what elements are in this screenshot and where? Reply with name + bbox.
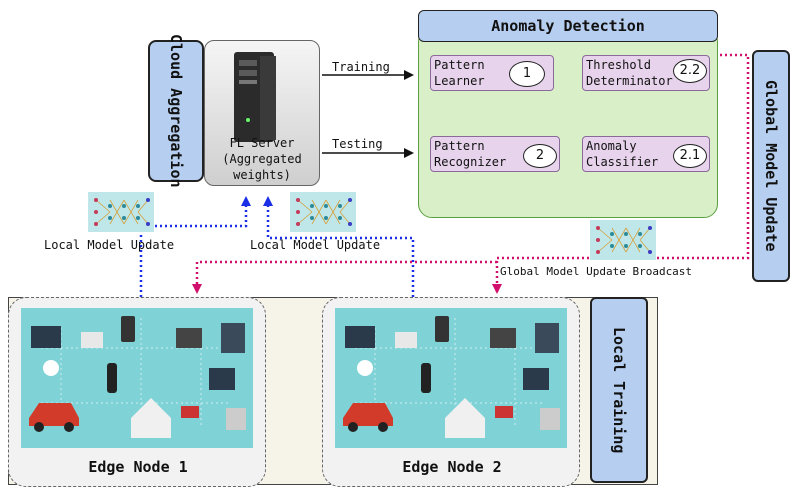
module-threshold-determinator: Threshold Determinator 2.2 bbox=[582, 55, 710, 91]
fl-server-line2: (Aggregated bbox=[222, 152, 302, 166]
local-update-left-label: Local Model Update bbox=[44, 238, 175, 252]
local-training-panel bbox=[590, 297, 648, 483]
fl-server-line1: FL Server bbox=[229, 136, 295, 150]
edge-node-1-label: Edge Node 1 bbox=[88, 458, 188, 476]
module-recognizer-line1: Pattern bbox=[434, 139, 485, 153]
module-pattern-recognizer: Pattern Recognizer 2 bbox=[430, 136, 560, 172]
local-update-left-path bbox=[139, 196, 251, 297]
module-threshold-line2: Determinator bbox=[586, 74, 673, 88]
module-recognizer-line2: Recognizer bbox=[434, 155, 507, 169]
module-classifier-line1: Anomaly bbox=[586, 139, 637, 153]
module-anomaly-classifier: Anomaly Classifier 2.1 bbox=[582, 136, 710, 172]
module-recognizer-num: 2 bbox=[523, 144, 557, 168]
server-icon bbox=[234, 52, 276, 142]
module-pattern-learner-line2: Learner bbox=[434, 74, 485, 88]
neural-network-icon-mid bbox=[290, 192, 356, 232]
module-pattern-learner-num: 1 bbox=[509, 61, 545, 87]
edge-node-2: Edge Node 2 bbox=[322, 297, 580, 487]
anomaly-detection-header: Anomaly Detection bbox=[418, 10, 718, 42]
module-threshold-line1: Threshold bbox=[586, 58, 652, 72]
module-classifier-num: 2.1 bbox=[673, 144, 707, 168]
global-broadcast-label: Global Model Update Broadcast bbox=[500, 265, 693, 278]
neural-network-icon-left bbox=[88, 192, 154, 232]
fl-server-line3: weights) bbox=[233, 168, 291, 182]
local-update-right-path bbox=[263, 196, 415, 297]
cloud-aggregation-label: Cloud Aggregation bbox=[167, 34, 185, 188]
module-pattern-learner: Pattern Learner 1 bbox=[430, 55, 554, 91]
module-threshold-num: 2.2 bbox=[673, 59, 707, 83]
neural-network-icon-right bbox=[590, 220, 656, 260]
global-model-update-panel bbox=[752, 50, 790, 282]
cloud-aggregation-panel bbox=[148, 40, 204, 182]
local-training-label: Local Training bbox=[610, 326, 628, 454]
global-broadcast-path bbox=[492, 53, 750, 294]
edge-node-2-label: Edge Node 2 bbox=[402, 458, 502, 476]
local-update-right-label: Local Model Update bbox=[250, 238, 381, 252]
iot-scene-2 bbox=[335, 308, 567, 448]
training-label: Training bbox=[332, 60, 390, 74]
global-model-update-label: Global Model Update bbox=[762, 80, 780, 252]
global-broadcast-left-path bbox=[192, 260, 497, 294]
module-classifier-line2: Classifier bbox=[586, 155, 659, 169]
anomaly-detection-title: Anomaly Detection bbox=[491, 17, 645, 35]
module-pattern-learner-line1: Pattern bbox=[434, 58, 485, 72]
testing-label: Testing bbox=[332, 137, 383, 151]
edge-node-1: Edge Node 1 bbox=[8, 297, 266, 487]
iot-scene-1 bbox=[21, 308, 253, 448]
